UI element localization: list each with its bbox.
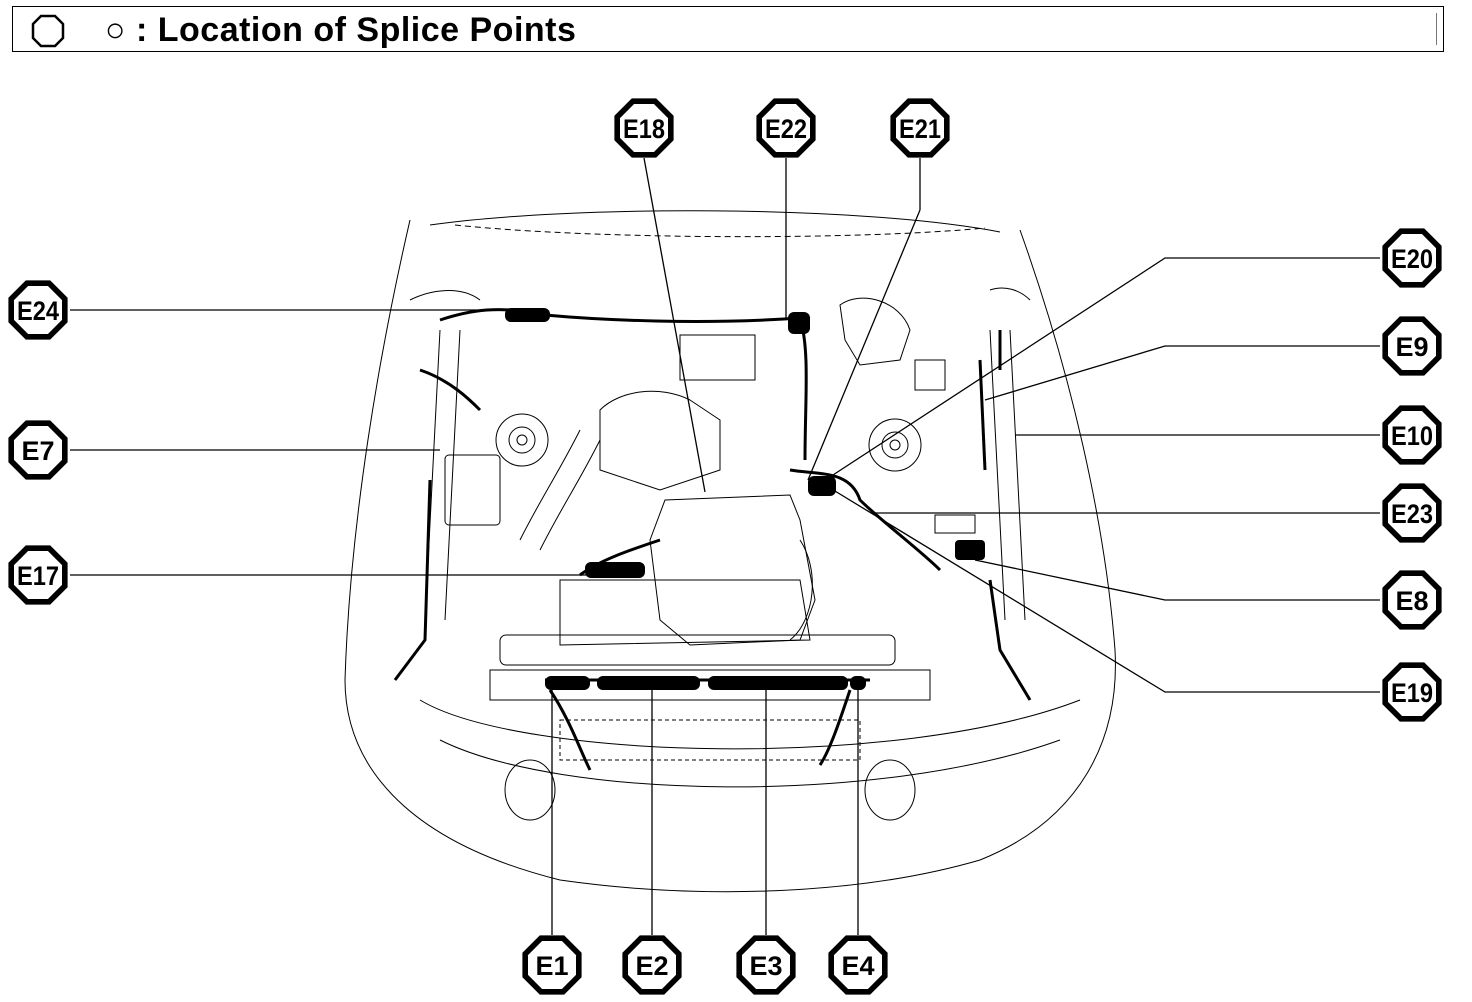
- octagon-inner: [628, 941, 676, 989]
- splice-label-e24: E24: [8, 280, 68, 340]
- splice-label-e10: E10: [1382, 405, 1442, 465]
- splice-label-text: E4: [841, 951, 874, 981]
- splice-label-text: E17: [17, 561, 59, 591]
- splice-label-text: E23: [1391, 499, 1433, 529]
- octagon-inner: [1388, 234, 1436, 282]
- octagon-inner: [1388, 489, 1436, 537]
- octagon-inner: [528, 941, 576, 989]
- header-border-inner: [1436, 13, 1437, 45]
- octagon-inner: [1388, 576, 1436, 624]
- splice-label-text: E8: [1395, 586, 1428, 616]
- splice-label-e18: E18: [614, 98, 674, 158]
- splice-label-text: E21: [899, 114, 941, 144]
- octagon-inner: [14, 551, 62, 599]
- splice-label-e21: E21: [890, 98, 950, 158]
- page-header: ○ : Location of Splice Points: [12, 6, 1444, 52]
- octagon-inner: [1388, 322, 1436, 370]
- splice-label-e4: E4: [828, 935, 888, 995]
- splice-label-e7: E7: [8, 420, 68, 480]
- octagon-inner: [1388, 411, 1436, 459]
- octagon-inner: [896, 104, 944, 152]
- splice-harness-bars: [505, 308, 985, 690]
- splice-label-text: E1: [535, 951, 568, 981]
- page-title: ○ : Location of Splice Points: [105, 11, 577, 49]
- splice-label-text: E24: [17, 296, 59, 326]
- octagon-inner: [742, 941, 790, 989]
- splice-label-text: E20: [1391, 244, 1433, 274]
- splice-label-e22: E22: [756, 98, 816, 158]
- splice-label-text: E19: [1391, 678, 1433, 708]
- octagon-inner: [762, 104, 810, 152]
- octagon-inner: [834, 941, 882, 989]
- splice-label-e19: E19: [1382, 662, 1442, 722]
- splice-label-e3: E3: [736, 935, 796, 995]
- splice-label-e8: E8: [1382, 570, 1442, 630]
- wire-harness: [393, 308, 1032, 771]
- splice-label-e23: E23: [1382, 483, 1442, 543]
- splice-label-e1: E1: [522, 935, 582, 995]
- splice-label-text: E9: [1395, 332, 1428, 362]
- splice-label-e20: E20: [1382, 228, 1442, 288]
- splice-label-e2: E2: [622, 935, 682, 995]
- splice-label-text: E22: [765, 114, 807, 144]
- splice-label-text: E18: [623, 114, 665, 144]
- leader-lines: [70, 157, 1380, 935]
- octagon-inner: [14, 286, 62, 334]
- splice-label-text: E10: [1391, 421, 1433, 451]
- splice-label-text: E2: [635, 951, 668, 981]
- octagon-inner: [1388, 668, 1436, 716]
- splice-label-text: E3: [749, 951, 782, 981]
- splice-label-e9: E9: [1382, 316, 1442, 376]
- splice-label-e17: E17: [8, 545, 68, 605]
- octagon-inner: [620, 104, 668, 152]
- octagon-outline-icon: [31, 14, 65, 48]
- octagon-inner: [14, 426, 62, 474]
- splice-label-text: E7: [21, 436, 54, 466]
